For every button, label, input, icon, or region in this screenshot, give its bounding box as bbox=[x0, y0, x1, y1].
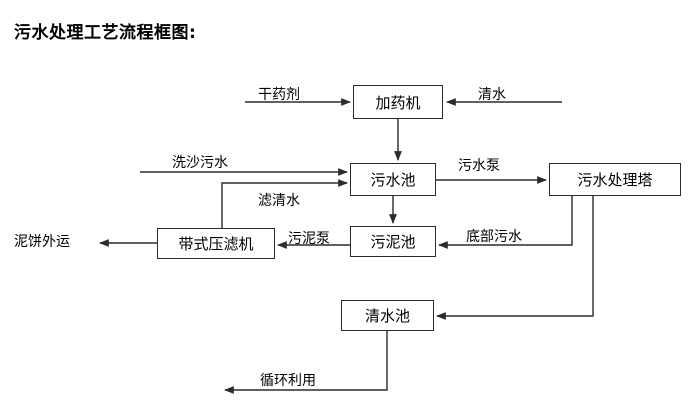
node-sludge-pool[interactable]: 污泥池 bbox=[350, 226, 436, 257]
node-belt-filter-press[interactable]: 带式压滤机 bbox=[157, 228, 275, 259]
edge-tower-to-sludge-pool bbox=[438, 196, 573, 249]
label-dry-agent: 干药剂 bbox=[258, 87, 300, 103]
node-sewage-pool[interactable]: 污水池 bbox=[350, 163, 436, 196]
label-bottom-sewage: 底部污水 bbox=[466, 229, 522, 245]
edge-filtered-to-sewage-pool bbox=[221, 179, 348, 228]
label-sludge-pump: 污泥泵 bbox=[288, 231, 330, 247]
label-filtered-water: 滤清水 bbox=[258, 193, 300, 209]
edge-tower-to-clear-water-pool bbox=[436, 196, 594, 320]
label-clean-water: 清水 bbox=[478, 87, 506, 103]
label-mud-cake-out: 泥饼外运 bbox=[14, 234, 70, 250]
label-recycle-use: 循环利用 bbox=[260, 373, 316, 389]
label-sewage-pump: 污水泵 bbox=[458, 158, 500, 174]
node-dosing-machine[interactable]: 加药机 bbox=[353, 85, 443, 119]
page-title: 污水处理工艺流程框图: bbox=[14, 23, 197, 43]
node-clear-water-pool[interactable]: 清水池 bbox=[341, 300, 434, 331]
edge-clear-water-pool-to-recycle bbox=[224, 331, 388, 394]
node-treatment-tower[interactable]: 污水处理塔 bbox=[549, 163, 681, 196]
label-sand-wash-sewage: 洗沙污水 bbox=[172, 155, 228, 171]
